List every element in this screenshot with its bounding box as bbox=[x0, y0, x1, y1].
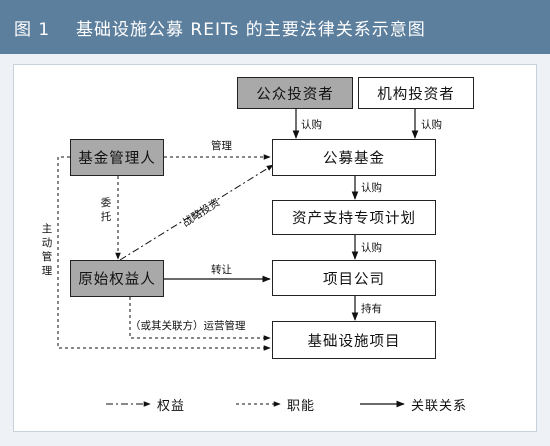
label-operation-management: （或其关联方）运营管理 bbox=[130, 320, 246, 332]
label-hold: 持有 bbox=[361, 303, 382, 315]
label-fund-to-abs: 认购 bbox=[361, 182, 382, 194]
figure-title-bar: 图 1 基础设施公募 REITs 的主要法律关系示意图 bbox=[0, 0, 550, 54]
diagram-frame bbox=[13, 64, 537, 432]
label-subscribe-public: 认购 bbox=[301, 119, 322, 131]
node-institutional-investors: 机构投资者 bbox=[358, 77, 474, 109]
edge-active-management bbox=[57, 156, 271, 351]
node-public-investors: 公众投资者 bbox=[237, 77, 353, 109]
label-abs-to-company: 认购 bbox=[361, 242, 382, 254]
node-public-fund: 公募基金 bbox=[272, 139, 436, 176]
legend-duty: 职能 bbox=[287, 399, 316, 414]
figure-number: 图 1 bbox=[14, 20, 51, 40]
figure-title: 基础设施公募 REITs 的主要法律关系示意图 bbox=[76, 20, 426, 40]
node-abs-plan: 资产支持专项计划 bbox=[272, 200, 436, 235]
edge-operation-management bbox=[129, 297, 271, 341]
node-project-company: 项目公司 bbox=[272, 260, 436, 296]
node-original-owner: 原始权益人 bbox=[70, 260, 164, 297]
label-transfer: 转让 bbox=[211, 264, 232, 276]
node-infra-project: 基础设施项目 bbox=[272, 321, 436, 359]
label-entrust: 委托 bbox=[100, 197, 112, 223]
edge-strategic-investment bbox=[119, 164, 274, 261]
label-manage: 管理 bbox=[211, 140, 232, 152]
node-fund-manager: 基金管理人 bbox=[70, 139, 164, 176]
legend-equity: 权益 bbox=[157, 399, 186, 414]
legend-relation: 关联关系 bbox=[411, 399, 468, 414]
label-active-management: 主动管理 bbox=[41, 223, 53, 277]
label-subscribe-institutional: 认购 bbox=[421, 119, 442, 131]
